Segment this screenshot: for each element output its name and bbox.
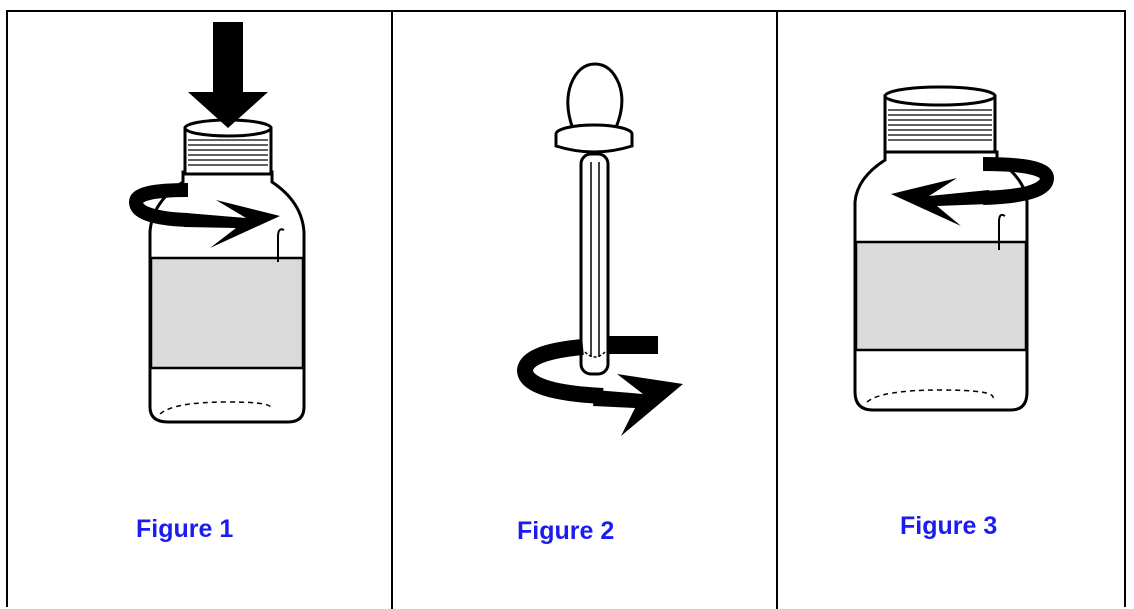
bottle-close-turn-illustration [833,72,1073,432]
figure-2-caption: Figure 2 [517,517,614,546]
dropper-turn-illustration [513,52,713,442]
bottle-push-turn-illustration [118,22,318,442]
figure-3-caption: Figure 3 [900,512,997,541]
figure-cell-3: Figure 3 [778,12,1124,609]
figure-cell-1: Figure 1 [8,12,393,609]
figure-cell-2: Figure 2 [393,12,778,609]
figure-1-caption: Figure 1 [136,515,233,544]
figures-table: Figure 1 Figure 2 [6,10,1126,607]
